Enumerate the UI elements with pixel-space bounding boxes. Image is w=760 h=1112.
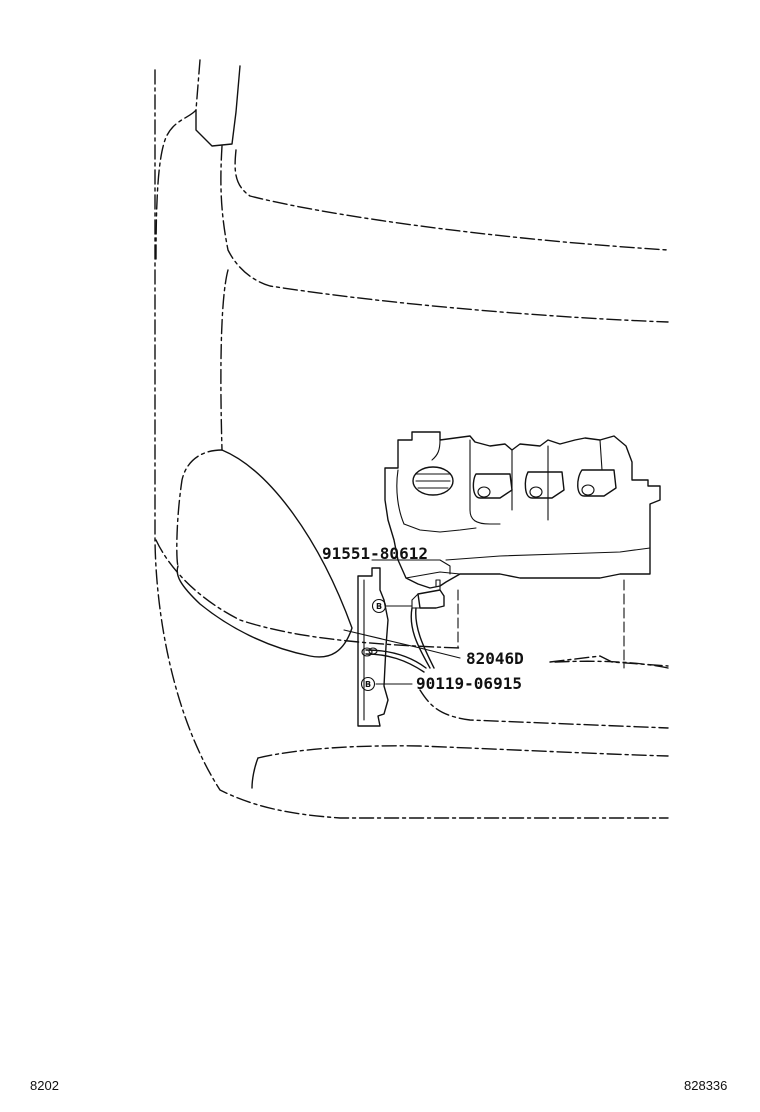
- part-number-label: 90119-06915: [416, 674, 522, 693]
- bolt-badge-icon: [371, 598, 387, 614]
- connector-3: [577, 469, 617, 497]
- connector-1: [472, 473, 513, 499]
- part-callout-1: 91551-80612 B: [322, 544, 428, 614]
- part-callout-2: 82046D: [466, 649, 524, 668]
- bolt-badge-icon: [360, 676, 376, 692]
- engine-assembly: [384, 431, 669, 669]
- badge-letter: B: [376, 602, 382, 611]
- badge-letter: B: [365, 680, 371, 689]
- part-callout-3: B 90119-06915: [360, 674, 522, 693]
- sensor-bracket: [357, 567, 445, 727]
- footer-right-code: 828336: [684, 1078, 728, 1093]
- connector-2: [524, 471, 565, 499]
- part-number-label: 82046D: [466, 649, 524, 668]
- leader-lines: [343, 559, 461, 685]
- footer-left-code: 8202: [30, 1078, 59, 1093]
- part-number-label: 91551-80612: [322, 544, 428, 563]
